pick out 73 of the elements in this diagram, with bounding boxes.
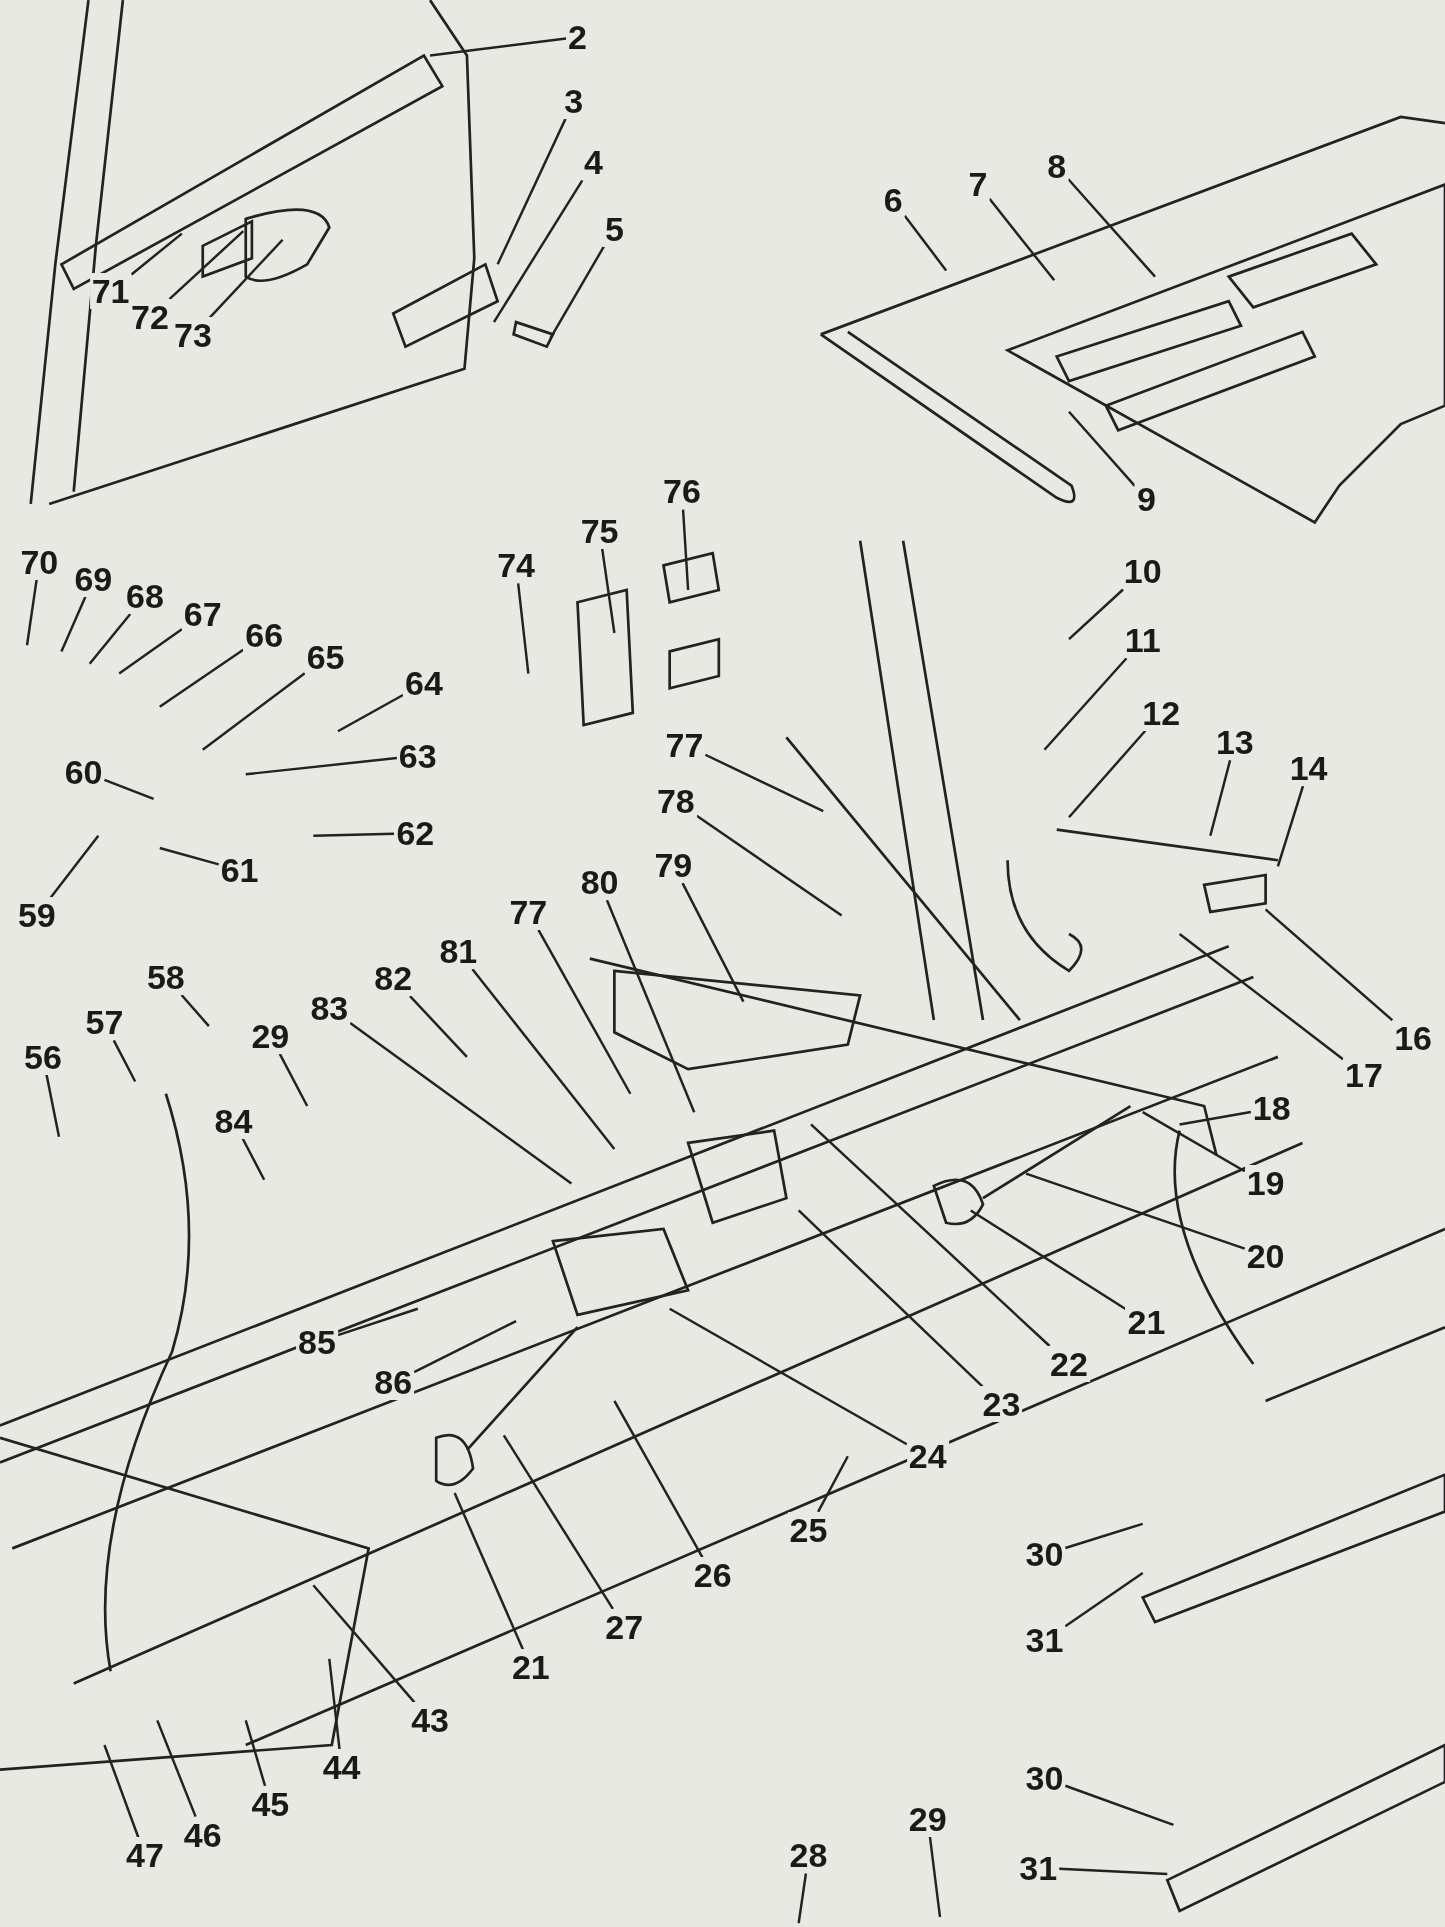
leader-line xyxy=(156,1719,197,1818)
leader-line xyxy=(453,1492,525,1650)
leader-line xyxy=(241,1138,266,1181)
leader-line xyxy=(1068,588,1124,640)
leader-line xyxy=(1142,1111,1246,1173)
leader-line xyxy=(168,230,245,301)
leader-line xyxy=(797,1873,808,1924)
callout-number: 23 xyxy=(980,1386,1023,1423)
leader-line xyxy=(1068,729,1147,819)
leader-line xyxy=(1068,411,1136,487)
leader-line xyxy=(471,968,616,1150)
leader-line xyxy=(549,246,605,339)
leader-line xyxy=(1276,785,1305,867)
leader-line xyxy=(817,1455,849,1513)
leader-line xyxy=(409,995,468,1058)
leader-line xyxy=(613,1400,704,1558)
leader-line xyxy=(696,814,843,917)
leader-line xyxy=(312,1584,416,1704)
leader-line xyxy=(313,832,395,837)
leader-line xyxy=(413,1319,517,1374)
leader-line xyxy=(45,1074,61,1137)
leader-line xyxy=(1179,1110,1252,1126)
leader-line xyxy=(1064,1571,1144,1628)
leader-line xyxy=(1025,1172,1246,1250)
leader-line xyxy=(669,1307,908,1446)
leader-line xyxy=(492,179,584,323)
leader-line xyxy=(159,846,220,866)
leader-line xyxy=(681,882,745,1003)
leader-line xyxy=(928,1836,942,1918)
leader-line xyxy=(337,1307,419,1337)
leader-line xyxy=(49,834,100,899)
leader-line xyxy=(502,1434,614,1610)
leader-line xyxy=(278,1053,309,1107)
leader-line xyxy=(496,118,567,265)
leader-line xyxy=(1264,908,1394,1022)
callout-number: 71 xyxy=(89,273,132,310)
leader-line xyxy=(328,1658,341,1750)
leader-line xyxy=(704,753,824,813)
leader-line xyxy=(810,1123,1051,1347)
leader-line xyxy=(1209,759,1232,837)
leader-line xyxy=(516,583,530,674)
leader-line xyxy=(429,37,567,57)
leader-line xyxy=(202,672,306,751)
leader-line xyxy=(244,1720,267,1787)
leader-line xyxy=(130,232,183,276)
leader-line xyxy=(208,238,284,319)
leader-line xyxy=(245,756,397,776)
leader-line xyxy=(903,214,948,272)
leader-line xyxy=(1064,1784,1174,1826)
leader-line xyxy=(601,548,616,634)
leader-line xyxy=(337,693,404,733)
callout-number: 22 xyxy=(1048,1345,1090,1382)
leader-line xyxy=(988,198,1056,282)
leader-line xyxy=(25,579,38,646)
leader-line xyxy=(349,1021,573,1185)
leader-line xyxy=(88,613,132,665)
leader-line xyxy=(605,899,696,1113)
leader-line xyxy=(112,1039,137,1083)
leader-line xyxy=(681,509,690,591)
leader-line xyxy=(1059,1867,1168,1876)
leader-line xyxy=(1043,657,1128,751)
leader-line xyxy=(1064,1522,1144,1550)
leader-line xyxy=(537,929,632,1095)
leader-line xyxy=(797,1209,984,1388)
leader-line xyxy=(118,628,183,675)
leader-line xyxy=(159,648,244,708)
leader-line xyxy=(970,1209,1127,1311)
leader-line xyxy=(103,1744,140,1838)
leader-line xyxy=(104,778,155,800)
leader-line xyxy=(60,596,87,652)
leader-line xyxy=(1178,933,1344,1061)
leader-line xyxy=(180,994,210,1027)
leader-line xyxy=(1067,178,1156,278)
